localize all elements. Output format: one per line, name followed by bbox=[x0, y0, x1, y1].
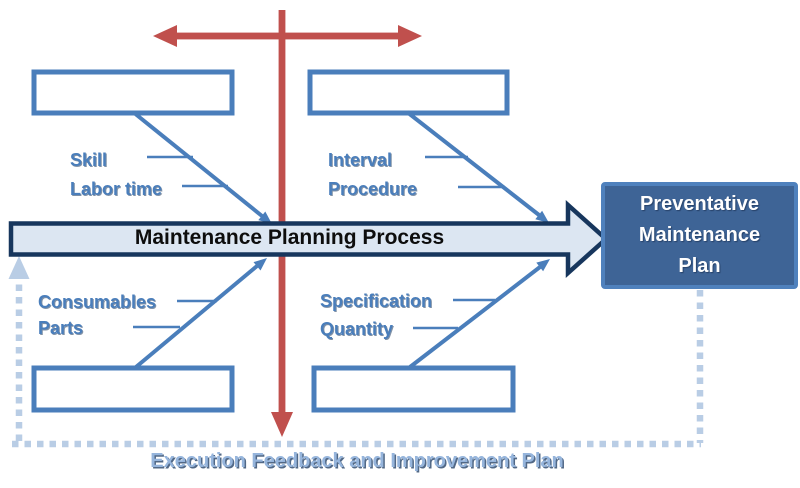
category-box-bottom-right bbox=[311, 365, 516, 413]
label-skill: Skill bbox=[70, 150, 108, 170]
category-box-top-right bbox=[307, 69, 510, 116]
category-box-bottom-left bbox=[31, 365, 235, 413]
label-quantity: Quantity bbox=[320, 319, 394, 339]
down-arrowhead-icon bbox=[271, 412, 293, 437]
feedback-loop-label: Execution Feedback and Improvement Plan bbox=[150, 450, 564, 472]
horizontal-axis-line bbox=[174, 32, 401, 40]
label-procedure: Procedure bbox=[328, 179, 418, 199]
right-arrowhead-icon bbox=[398, 25, 422, 47]
branch-arrowhead-icon bbox=[258, 211, 272, 224]
branch-arrowhead-icon bbox=[535, 210, 549, 223]
label-specification: Specification bbox=[320, 291, 433, 311]
result-line-1: Preventative bbox=[640, 193, 759, 215]
category-box-top-left bbox=[31, 69, 235, 116]
branch-top-right bbox=[405, 110, 541, 217]
result-box bbox=[601, 182, 798, 289]
branch-top-left bbox=[131, 110, 264, 218]
label-parts: Parts bbox=[38, 318, 84, 338]
process-arrow bbox=[8, 199, 610, 279]
result-line-3: Plan bbox=[678, 255, 721, 277]
label-consumables: Consumables bbox=[38, 292, 157, 312]
result-line-2: Maintenance bbox=[638, 224, 761, 246]
branch-arrowhead-icon bbox=[536, 259, 550, 272]
branch-arrowhead-icon bbox=[253, 258, 267, 271]
feedback-up-arrowhead-icon bbox=[8, 256, 30, 279]
left-arrowhead-icon bbox=[153, 25, 177, 47]
result-box-label: Preventative Maintenance Plan bbox=[603, 184, 796, 287]
label-labor-time: Labor time bbox=[70, 179, 163, 199]
label-interval: Interval bbox=[328, 150, 393, 170]
vertical-axis-line bbox=[278, 10, 286, 412]
process-arrow-label: Maintenance Planning Process bbox=[134, 226, 445, 249]
branch-bottom-right bbox=[408, 265, 542, 369]
branch-bottom-left bbox=[134, 264, 259, 369]
